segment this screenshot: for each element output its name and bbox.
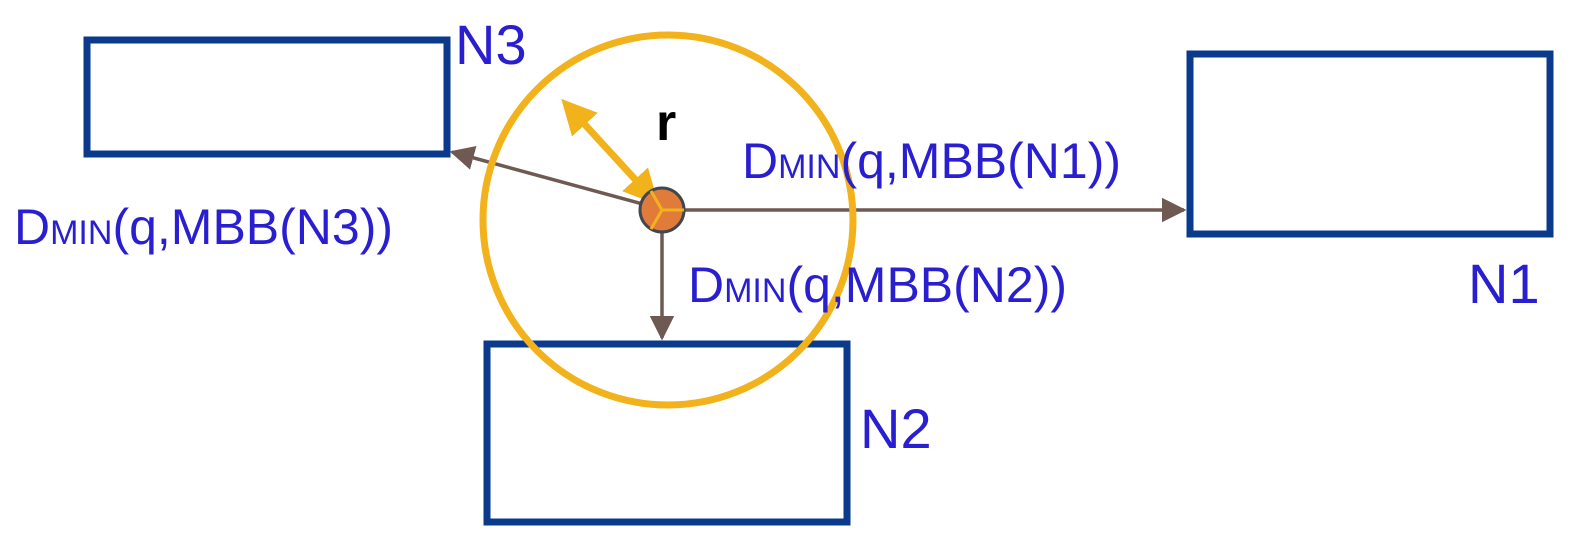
node-n1-box bbox=[1186, 50, 1554, 238]
node-n3-label: N3 bbox=[455, 13, 527, 76]
node-n2-box bbox=[483, 340, 851, 526]
dmin-n1-label: DMIN(q,MBB(N1)) bbox=[742, 133, 1121, 189]
node-n3-box bbox=[83, 36, 451, 158]
node-n1-label: N1 bbox=[1468, 252, 1540, 315]
radius-label: r bbox=[656, 94, 676, 152]
query-point bbox=[638, 186, 686, 234]
radius-arrow bbox=[561, 98, 659, 206]
node-n2-label: N2 bbox=[860, 397, 932, 460]
dmin-n2-label: DMIN(q,MBB(N2)) bbox=[688, 257, 1067, 313]
dmin-n3-label: DMIN(q,MBB(N3)) bbox=[14, 199, 393, 255]
range-circle bbox=[479, 31, 857, 409]
